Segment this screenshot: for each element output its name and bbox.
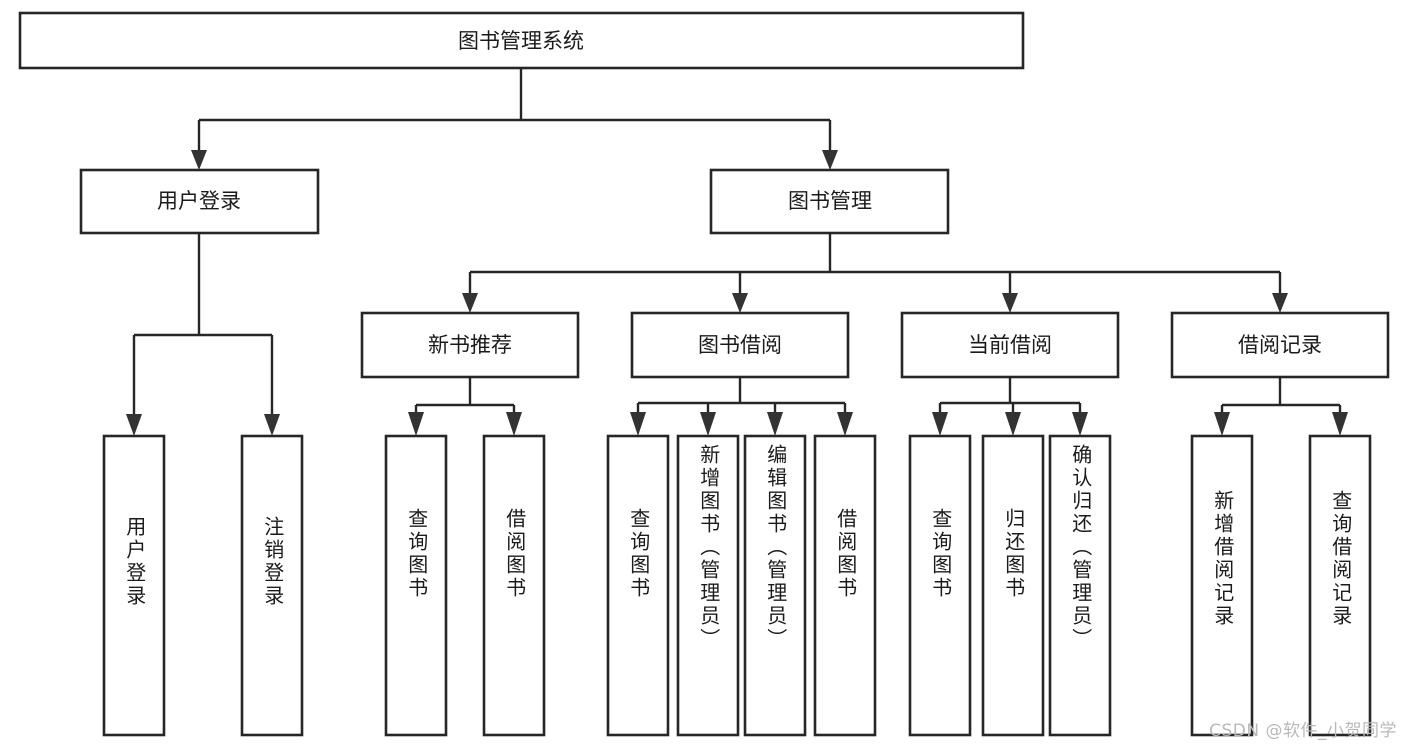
- leaf-box-logout-login[interactable]: [240, 434, 304, 737]
- arrow-leaf-edit-book-admin: [767, 412, 783, 436]
- node-root[interactable]: 图书管理系统: [18, 11, 1025, 70]
- node-root-label: 图书管理系统: [458, 29, 584, 53]
- arrow-leaf-query-book-3: [932, 412, 948, 436]
- leaf-box-user-login[interactable]: [102, 434, 166, 737]
- node-current-borrow[interactable]: 当前借阅: [900, 311, 1120, 379]
- leaf-box-layer: [102, 434, 1372, 737]
- leaf-box-add-borrow-record[interactable]: [1190, 434, 1254, 737]
- arrow-leaf-user-login: [126, 414, 142, 436]
- leaf-box-return-book[interactable]: [981, 434, 1045, 737]
- node-user-login-box[interactable]: [79, 168, 320, 235]
- arrow-to-user-login: [191, 150, 207, 170]
- arrow-leaf-query-book-1: [408, 412, 424, 436]
- leaf-box-borrow-book-1[interactable]: [482, 434, 546, 737]
- node-book-management[interactable]: 图书管理: [709, 168, 950, 235]
- arrow-to-book-borrow: [732, 293, 748, 313]
- leaf-box-confirm-return-admin[interactable]: [1048, 434, 1112, 737]
- arrow-leaf-logout-login: [264, 414, 280, 436]
- node-new-book-recommend[interactable]: 新书推荐: [360, 311, 580, 379]
- node-book-borrow[interactable]: 图书借阅: [630, 311, 850, 379]
- node-book-management-label: 图书管理: [788, 189, 872, 213]
- leaf-box-query-book-3[interactable]: [908, 434, 972, 737]
- node-book-management-box[interactable]: [709, 168, 950, 235]
- arrow-to-current-borrow: [1002, 293, 1018, 313]
- arrow-leaf-add-book-admin: [700, 412, 716, 436]
- node-user-login[interactable]: 用户登录: [79, 168, 320, 235]
- node-current-borrow-label: 当前借阅: [968, 333, 1052, 357]
- leaf-box-borrow-book-2[interactable]: [813, 434, 877, 737]
- leaf-box-add-book-admin[interactable]: [676, 434, 740, 737]
- leaf-box-query-book-2[interactable]: [606, 434, 670, 737]
- node-new-book-recommend-label: 新书推荐: [428, 333, 512, 357]
- leaf-box-query-book-1[interactable]: [384, 434, 448, 737]
- node-borrow-record-label: 借阅记录: [1238, 333, 1322, 357]
- arrow-leaf-confirm-return-admin: [1072, 412, 1088, 436]
- arrow-to-new-book-recommend: [462, 293, 478, 313]
- leaf-box-edit-book-admin[interactable]: [743, 434, 807, 737]
- node-current-borrow-box[interactable]: [900, 311, 1120, 379]
- arrow-leaf-borrow-book-2: [837, 412, 853, 436]
- node-new-book-recommend-box[interactable]: [360, 311, 580, 379]
- arrow-to-book-management: [822, 150, 838, 170]
- arrow-leaf-query-book-2: [630, 412, 646, 436]
- node-root-box[interactable]: [18, 11, 1025, 70]
- node-book-borrow-label: 图书借阅: [698, 333, 782, 357]
- arrow-leaf-add-borrow-record: [1214, 412, 1230, 436]
- arrow-leaf-query-borrow-record: [1332, 412, 1348, 436]
- leaf-box-query-borrow-record[interactable]: [1308, 434, 1372, 737]
- node-user-login-label: 用户登录: [157, 189, 241, 213]
- arrow-to-borrow-record: [1272, 293, 1288, 313]
- node-borrow-record[interactable]: 借阅记录: [1170, 311, 1390, 379]
- node-borrow-record-box[interactable]: [1170, 311, 1390, 379]
- csdn-watermark: CSDN @软件_小贺同学: [1209, 721, 1397, 741]
- arrow-leaf-borrow-book-1: [506, 412, 522, 436]
- arrow-leaf-return-book: [1005, 412, 1021, 436]
- connector-layer: [126, 68, 1348, 436]
- node-book-borrow-box[interactable]: [630, 311, 850, 379]
